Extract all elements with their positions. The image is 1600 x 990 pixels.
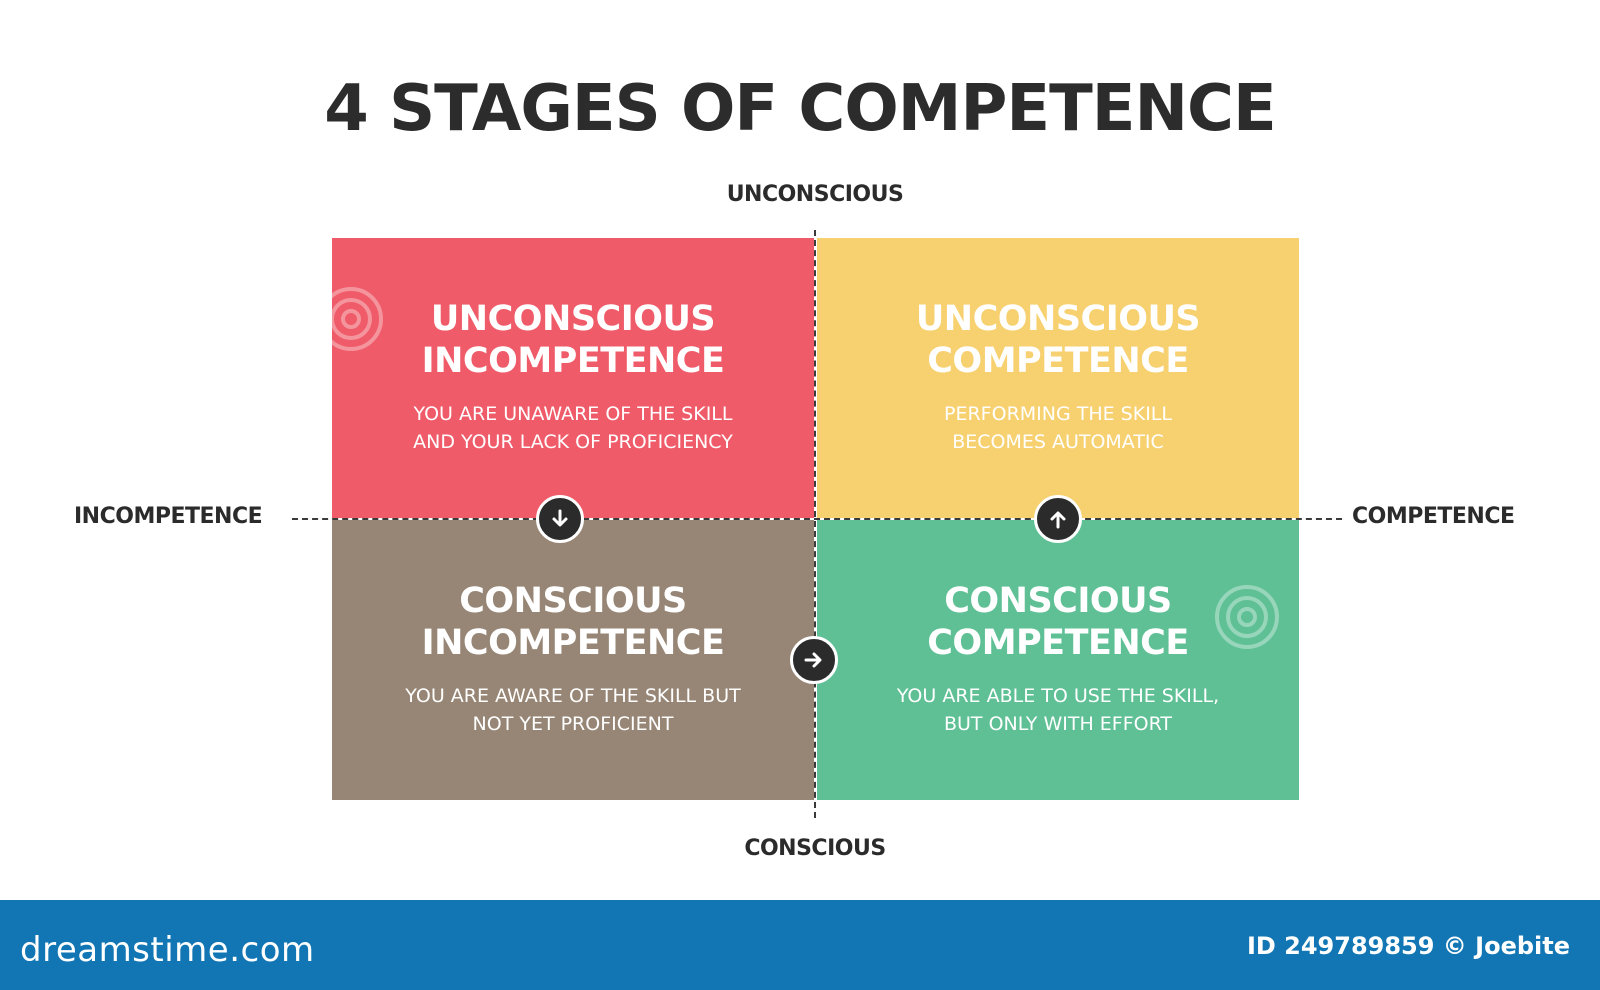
footer-bar: dreamstime.com ID 249789859 © Joebite bbox=[0, 900, 1600, 990]
quadrant-heading-line: UNCONSCIOUS bbox=[430, 299, 716, 339]
arrow-up-icon bbox=[1034, 495, 1082, 543]
quadrant-description-line: NOT YET PROFICIENT bbox=[472, 713, 674, 735]
quadrant-heading-line: UNCONSCIOUS bbox=[915, 299, 1201, 339]
quadrant-description-line: PERFORMING THE SKILL bbox=[944, 403, 1172, 425]
arrow-right-icon bbox=[790, 636, 838, 684]
quadrant-heading: CONSCIOUS COMPETENCE bbox=[817, 580, 1299, 664]
quadrant-heading-line: INCOMPETENCE bbox=[421, 623, 725, 663]
quadrant-description: YOU ARE UNAWARE OF THE SKILL AND YOUR LA… bbox=[362, 400, 784, 456]
axis-label-top: UNCONSCIOUS bbox=[726, 182, 904, 207]
footer-image-id: ID 249789859 © Joebite bbox=[1246, 932, 1570, 960]
quadrant-description-line: YOU ARE ABLE TO USE THE SKILL, bbox=[896, 685, 1220, 707]
quadrant-heading-line: COMPETENCE bbox=[927, 341, 1189, 381]
quadrant-unconscious-incompetence: UNCONSCIOUS INCOMPETENCE YOU ARE UNAWARE… bbox=[332, 238, 814, 518]
watermark-spiral-icon bbox=[1215, 585, 1279, 649]
quadrant-description-line: AND YOUR LACK OF PROFICIENCY bbox=[413, 431, 733, 453]
quadrant-heading: CONSCIOUS INCOMPETENCE bbox=[332, 580, 814, 664]
quadrant-unconscious-competence: UNCONSCIOUS COMPETENCE PERFORMING THE SK… bbox=[817, 238, 1299, 518]
quadrant-heading: UNCONSCIOUS COMPETENCE bbox=[817, 298, 1299, 382]
quadrant-heading-line: COMPETENCE bbox=[927, 623, 1189, 663]
axis-label-right: COMPETENCE bbox=[1352, 504, 1515, 529]
watermark-spiral-icon bbox=[319, 287, 383, 351]
axis-label-left: INCOMPETENCE bbox=[74, 504, 263, 529]
horizontal-axis-line bbox=[292, 518, 1342, 520]
quadrant-heading-line: CONSCIOUS bbox=[459, 581, 687, 621]
footer-brand: dreamstime.com bbox=[20, 930, 315, 970]
quadrant-heading: UNCONSCIOUS INCOMPETENCE bbox=[332, 298, 814, 382]
vertical-axis-line bbox=[814, 230, 816, 818]
quadrant-conscious-competence: CONSCIOUS COMPETENCE YOU ARE ABLE TO USE… bbox=[817, 520, 1299, 800]
quadrant-description-line: YOU ARE UNAWARE OF THE SKILL bbox=[413, 403, 733, 425]
quadrant-description-line: BUT ONLY WITH EFFORT bbox=[943, 713, 1173, 735]
quadrant-description: YOU ARE ABLE TO USE THE SKILL, BUT ONLY … bbox=[847, 682, 1269, 738]
quadrant-description-line: YOU ARE AWARE OF THE SKILL BUT bbox=[405, 685, 741, 707]
quadrant-description: PERFORMING THE SKILL BECOMES AUTOMATIC bbox=[847, 400, 1269, 456]
arrow-down-icon bbox=[536, 495, 584, 543]
page-title: 4 STAGES OF COMPETENCE bbox=[324, 72, 1276, 146]
quadrant-heading-line: CONSCIOUS bbox=[944, 581, 1172, 621]
quadrant-conscious-incompetence: CONSCIOUS INCOMPETENCE YOU ARE AWARE OF … bbox=[332, 520, 814, 800]
quadrant-description-line: BECOMES AUTOMATIC bbox=[952, 431, 1164, 453]
axis-label-bottom: CONSCIOUS bbox=[744, 836, 886, 861]
quadrant-description: YOU ARE AWARE OF THE SKILL BUT NOT YET P… bbox=[362, 682, 784, 738]
quadrant-heading-line: INCOMPETENCE bbox=[421, 341, 725, 381]
